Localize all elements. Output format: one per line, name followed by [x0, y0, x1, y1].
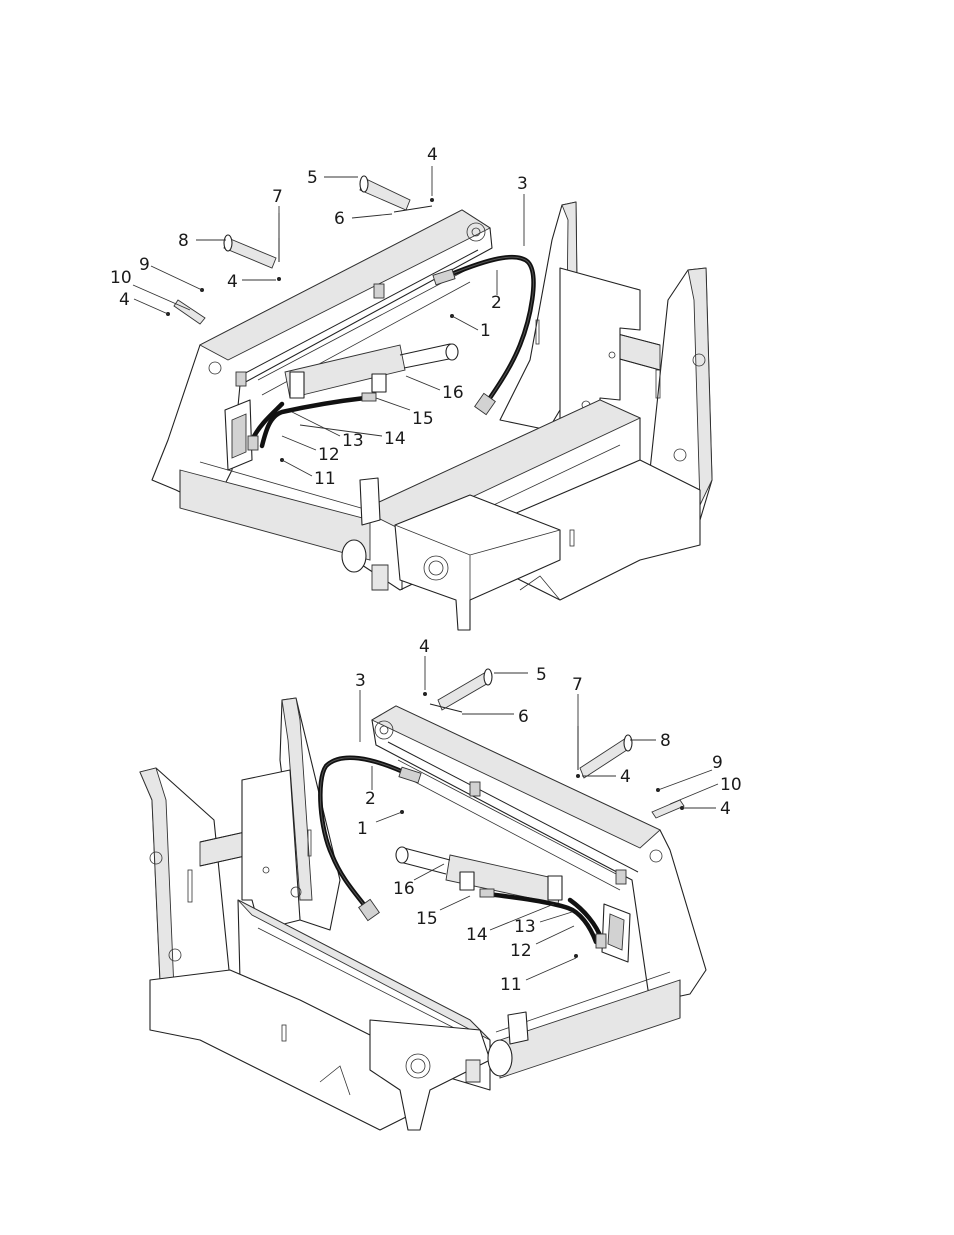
upper-callout-3: 3 — [517, 174, 528, 194]
lower-callout-2: 2 — [365, 789, 376, 809]
lower-leaders — [359, 656, 719, 981]
lower-callout-9: 9 — [712, 753, 723, 773]
lower-hose-assembly — [318, 755, 607, 949]
lower-callout-14: 14 — [466, 925, 488, 945]
upper-callout-10: 10 — [110, 268, 132, 288]
lower-left-upright — [139, 767, 233, 1021]
upper-callout-14: 14 — [384, 429, 406, 449]
lower-callout-8: 8 — [660, 731, 671, 751]
lower-lift-arm — [371, 705, 707, 1001]
upper-inner-bracket — [224, 399, 253, 471]
lower-roller-tube — [487, 971, 681, 1079]
lower-callout-10: 10 — [720, 775, 742, 795]
lower-callouts: 4 5 3 7 6 8 9 4 10 4 2 1 16 15 14 13 12 … — [355, 637, 742, 995]
upper-callout-5: 5 — [307, 168, 318, 188]
lower-callout-16: 16 — [393, 879, 415, 899]
lower-view: 4 5 3 7 6 8 9 4 10 4 2 1 16 15 14 13 12 … — [139, 637, 742, 1131]
lower-callout-11: 11 — [500, 975, 522, 995]
lower-callout-3: 3 — [355, 671, 366, 691]
lower-callout-4b: 4 — [620, 767, 631, 787]
lower-callout-13: 13 — [514, 917, 536, 937]
upper-leaders — [132, 166, 525, 477]
upper-hose-assembly — [247, 254, 536, 451]
lower-rear-plate — [241, 769, 302, 931]
lower-front-box — [369, 1019, 491, 1131]
lower-callout-6: 6 — [518, 707, 529, 727]
lower-inner-bracket — [601, 903, 631, 963]
lower-callout-4c: 4 — [720, 799, 731, 819]
upper-roller-tube — [179, 461, 381, 573]
lower-left-base — [149, 969, 421, 1131]
upper-view: 4 5 3 6 7 8 4 9 10 4 2 1 16 15 14 13 12 … — [110, 145, 713, 631]
upper-callout-4: 4 — [427, 145, 438, 165]
upper-cylinder — [284, 343, 459, 399]
upper-callout-2: 2 — [491, 293, 502, 313]
upper-callout-7: 7 — [272, 187, 283, 207]
lower-callout-15: 15 — [416, 909, 438, 929]
upper-callout-4b: 4 — [227, 272, 238, 292]
lower-callout-4: 4 — [419, 637, 430, 657]
upper-callout-6: 6 — [334, 209, 345, 229]
lower-callout-5: 5 — [536, 665, 547, 685]
upper-callouts: 4 5 3 6 7 8 4 9 10 4 2 1 16 15 14 13 12 … — [110, 145, 528, 489]
lower-cylinder — [395, 846, 563, 905]
upper-callout-8: 8 — [178, 231, 189, 251]
lower-callout-1: 1 — [357, 819, 368, 839]
upper-front-box — [371, 494, 561, 631]
lower-callout-12: 12 — [510, 941, 532, 961]
upper-callout-16: 16 — [442, 383, 464, 403]
upper-callout-9: 9 — [139, 255, 150, 275]
upper-callout-13: 13 — [342, 431, 364, 451]
upper-callout-11: 11 — [314, 469, 336, 489]
upper-callout-12: 12 — [318, 445, 340, 465]
upper-callout-4c: 4 — [119, 290, 130, 310]
lower-callout-7: 7 — [572, 675, 583, 695]
upper-callout-1: 1 — [480, 321, 491, 341]
upper-callout-15: 15 — [412, 409, 434, 429]
